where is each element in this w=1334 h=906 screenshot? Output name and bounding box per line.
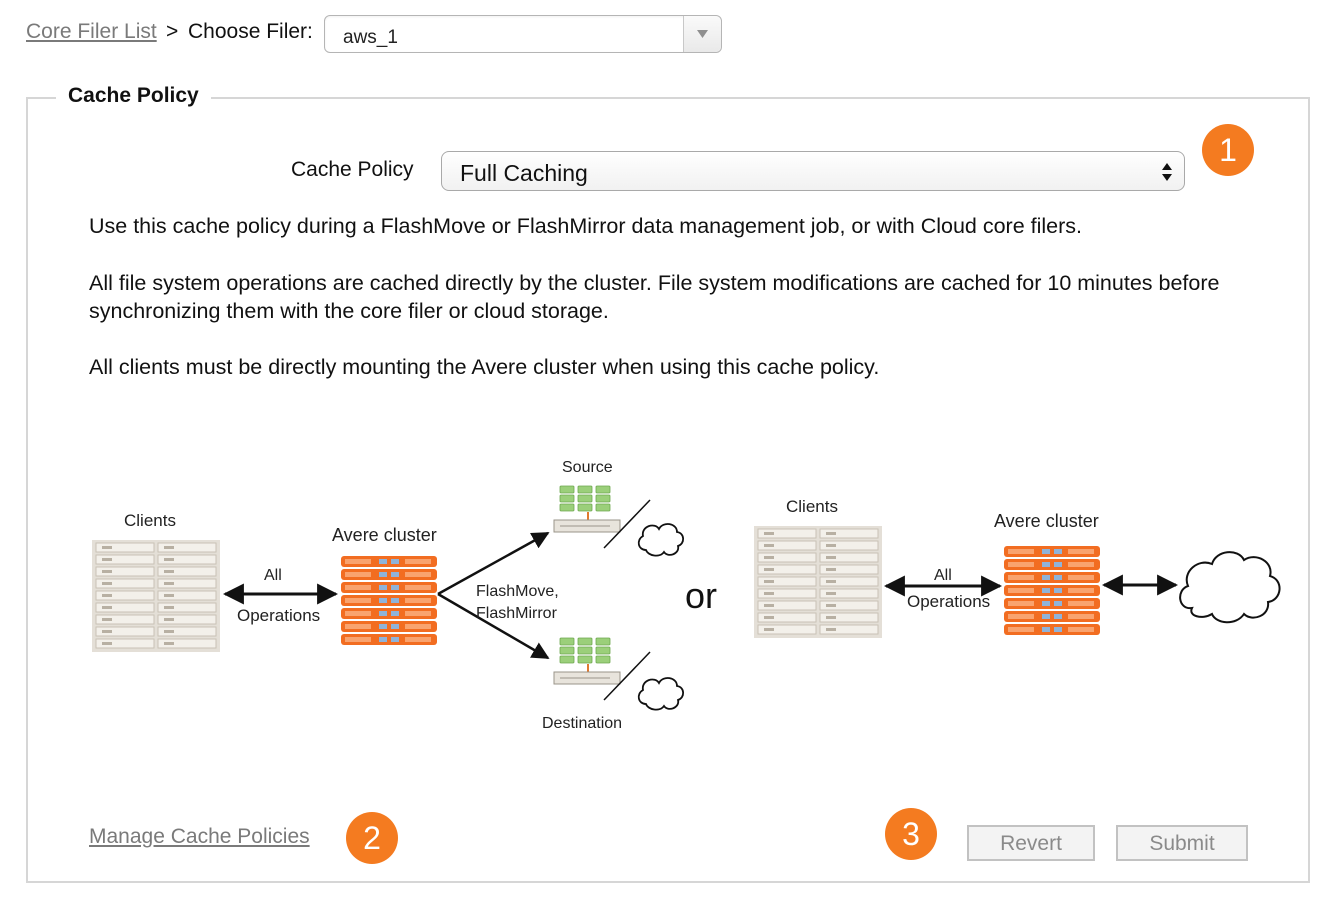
chevron-down-icon — [697, 30, 708, 38]
step-badge-3: 3 — [885, 808, 937, 860]
manage-cache-policies-link[interactable]: Manage Cache Policies — [89, 825, 310, 848]
policy-description-1: Use this cache policy during a FlashMove… — [89, 214, 1083, 238]
left-clients-server-icon — [92, 540, 220, 652]
destination-label: Destination — [542, 715, 622, 732]
filer-select[interactable]: aws_1 — [324, 15, 722, 53]
core-filer-list-link[interactable]: Core Filer List — [26, 20, 157, 43]
left-clients-label: Clients — [124, 511, 176, 530]
flashmove-destination-arrow — [437, 592, 550, 660]
left-operations-label: Operations — [237, 606, 320, 625]
left-avere-cluster-icon — [341, 556, 437, 645]
select-arrows-icon — [1162, 163, 1172, 181]
filer-select-value: aws_1 — [343, 27, 398, 48]
flashmove-source-arrow — [437, 531, 550, 596]
cache-policy-diagram: Clients All Operations Avere cluster Fla… — [92, 459, 1281, 732]
source-filer-icon — [553, 485, 621, 533]
right-operations-label: Operations — [907, 592, 990, 611]
right-avere-cluster-label: Avere cluster — [994, 511, 1099, 531]
right-cloud-icon — [1179, 551, 1281, 624]
cache-policy-panel — [26, 97, 1310, 883]
cache-policy-label: Cache Policy — [291, 158, 414, 181]
destination-cloud-icon — [637, 677, 685, 711]
step-badge-2: 2 — [346, 812, 398, 864]
breadcrumb-separator: > — [166, 20, 179, 43]
source-cloud-icon — [637, 523, 685, 557]
submit-button[interactable]: Submit — [1116, 825, 1248, 861]
source-label: Source — [562, 459, 613, 476]
right-clients-server-icon — [754, 526, 882, 638]
flashmove-label: FlashMove, — [476, 583, 559, 600]
panel-legend: Cache Policy — [56, 84, 211, 108]
left-all-label: All — [264, 567, 282, 584]
step-badge-1: 1 — [1202, 124, 1254, 176]
choose-filer-label: Choose Filer: — [188, 20, 313, 43]
policy-description-2: All file system operations are cached di… — [89, 271, 1220, 323]
or-label: or — [685, 575, 717, 616]
destination-filer-icon — [553, 637, 621, 685]
flashmirror-label: FlashMirror — [476, 605, 558, 622]
cache-policy-select[interactable]: Full Caching — [441, 151, 1185, 191]
right-all-label: All — [934, 567, 952, 584]
right-clients-label: Clients — [786, 497, 838, 516]
cache-policy-select-value: Full Caching — [460, 160, 588, 186]
policy-description-3: All clients must be directly mounting th… — [89, 355, 880, 379]
filer-select-dropdown-button[interactable] — [683, 16, 721, 52]
revert-button[interactable]: Revert — [967, 825, 1095, 861]
right-avere-cluster-icon — [1004, 546, 1100, 635]
left-avere-cluster-label: Avere cluster — [332, 525, 437, 545]
